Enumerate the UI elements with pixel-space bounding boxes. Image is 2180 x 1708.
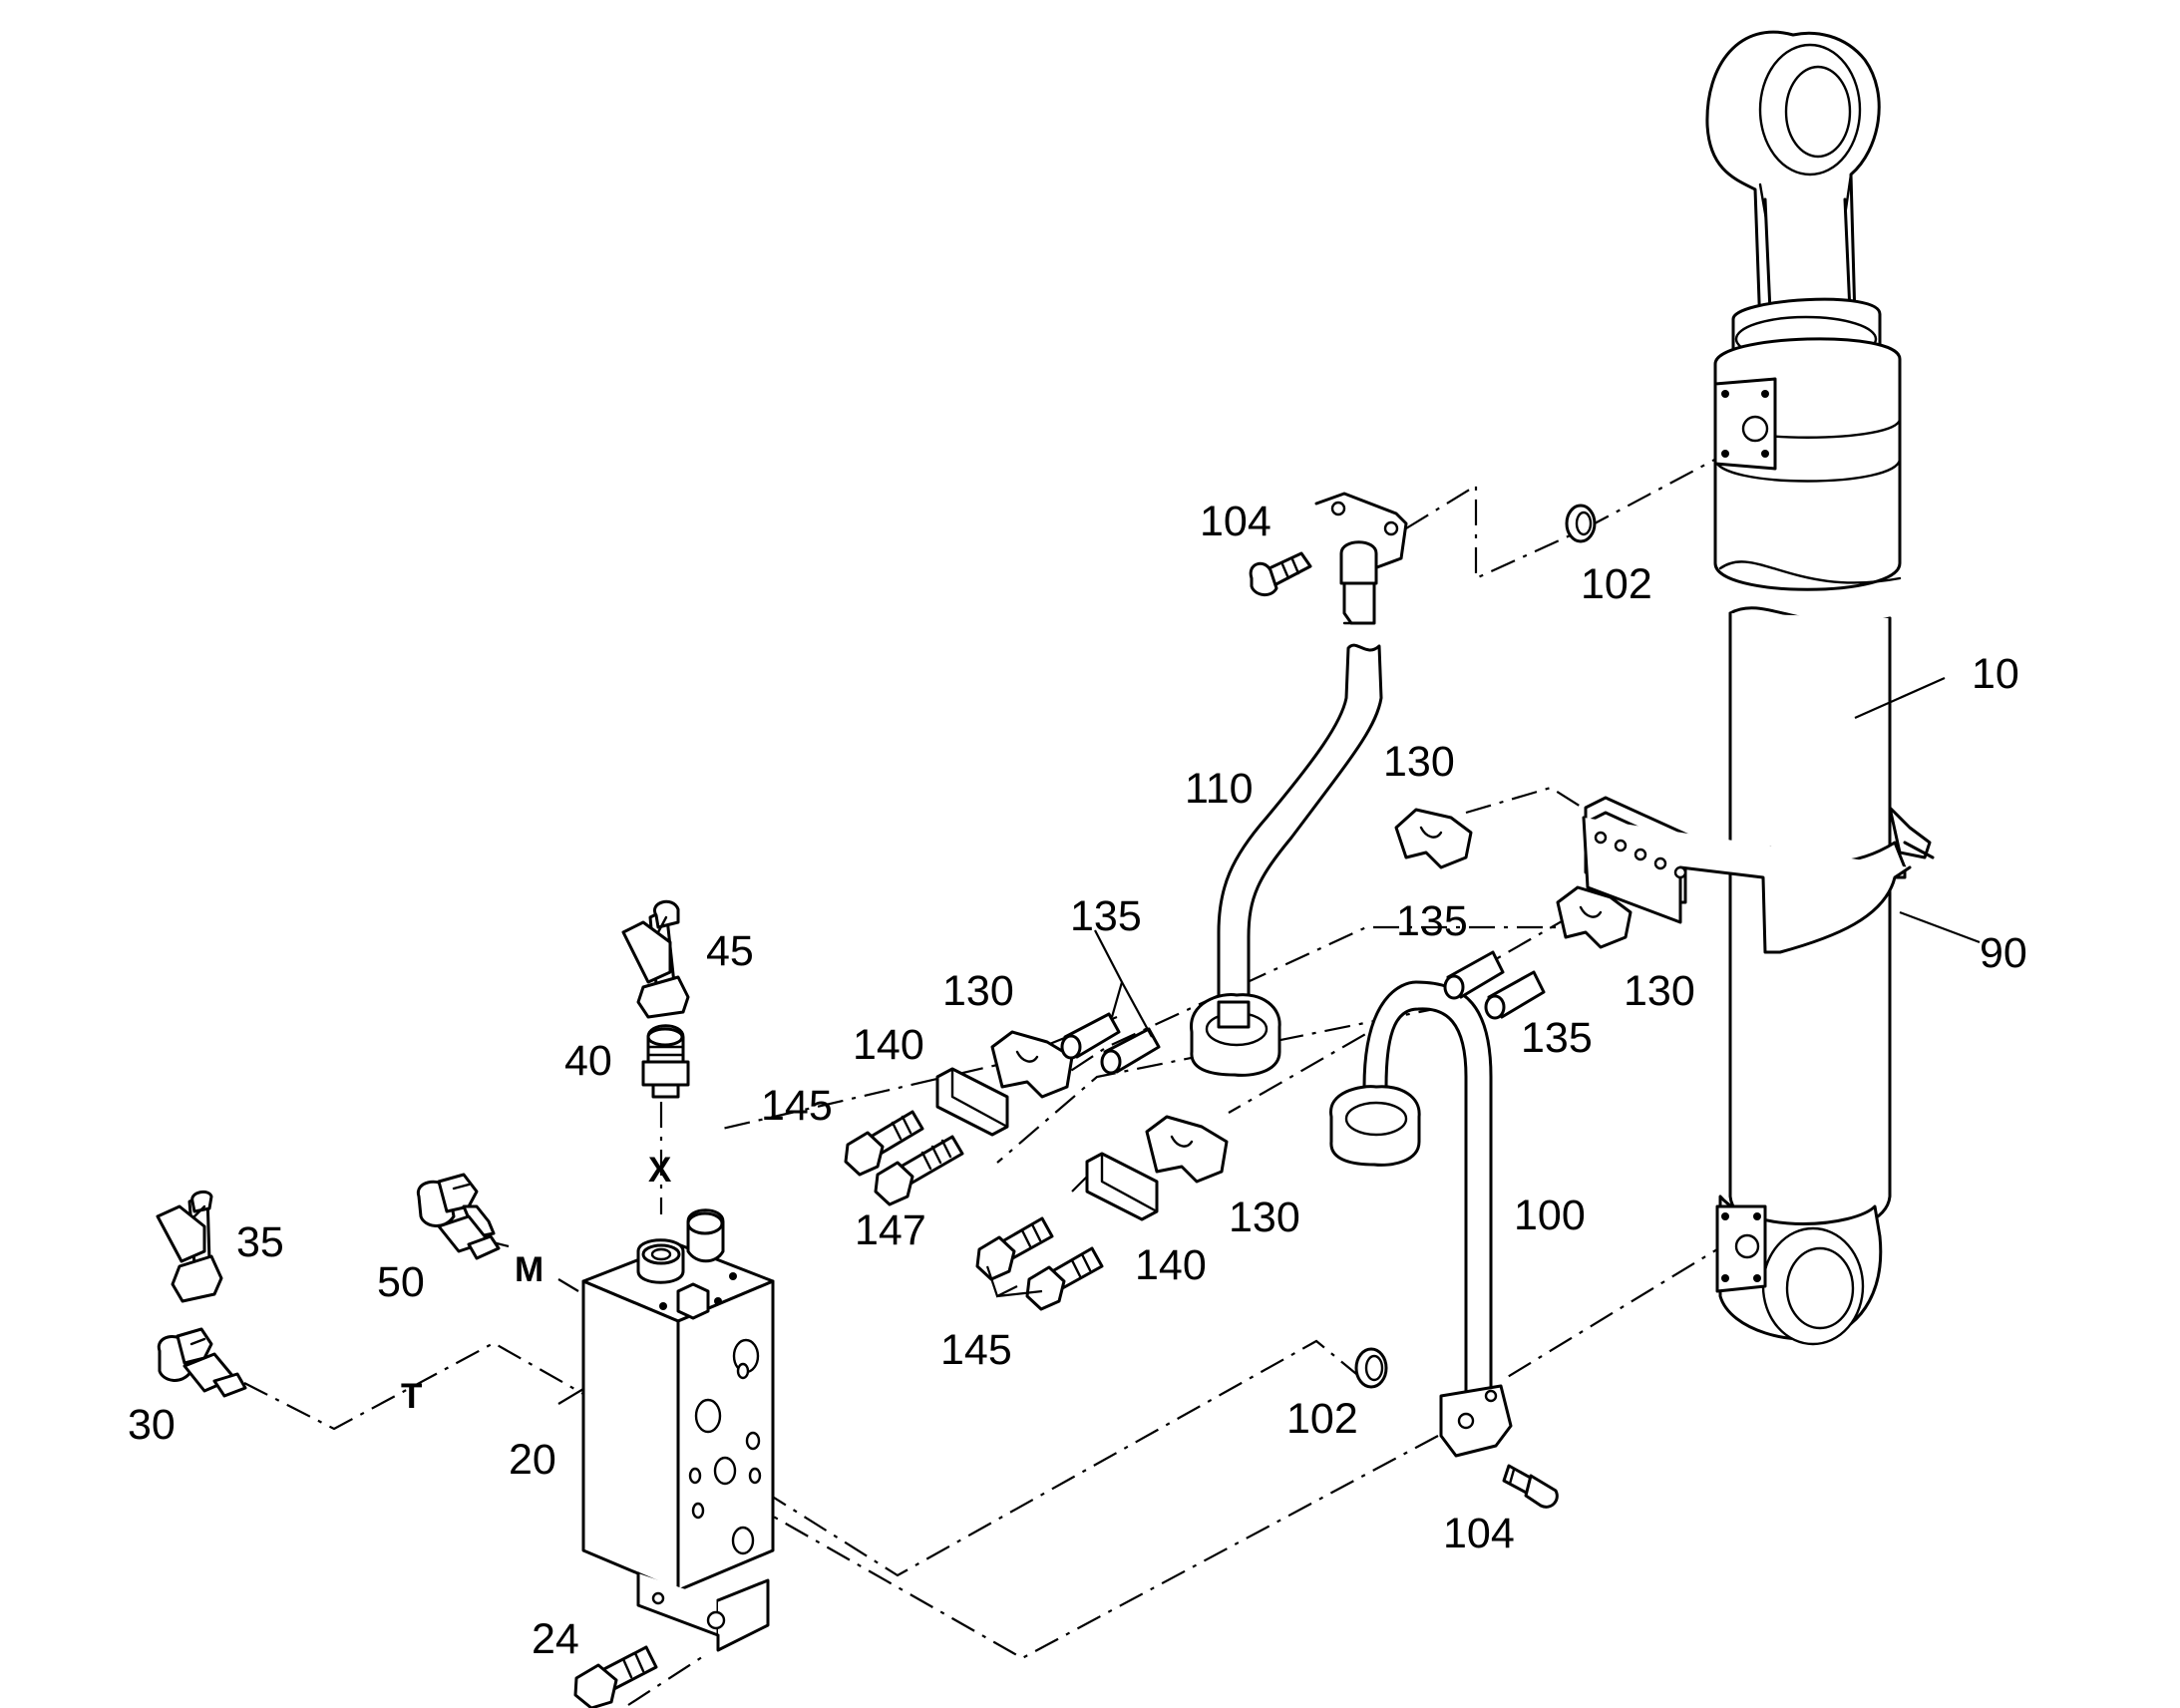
fitting-40 [641,1024,690,1099]
callout-20: 20 [509,1436,556,1484]
callout-135-right-bottom: 135 [1521,1014,1593,1062]
callout-130-right: 130 [1624,967,1695,1015]
callout-50: 50 [377,1258,425,1306]
clamp-half-bottom [1145,1115,1229,1184]
cover-plate-lower [1085,1152,1159,1221]
callout-130-top: 130 [1383,738,1455,786]
port-labels: X M T [401,1151,672,1416]
callout-130-left: 130 [942,967,1014,1015]
callout-24: 24 [532,1615,579,1663]
spacer-sleeve-left-1 [1060,1012,1121,1060]
callout-104-top: 104 [1200,498,1272,545]
leader-lines [557,676,1981,1405]
hex-bolt-lower-145-a [975,1216,1054,1281]
port-label-t: T [401,1377,422,1416]
clamp-bracket [1582,796,1935,954]
spacer-sleeve-right-2 [1484,970,1546,1020]
callout-110: 110 [1185,765,1254,813]
callout-147: 147 [855,1206,926,1254]
callout-140-upper: 140 [853,1021,924,1069]
callout-100: 100 [1514,1192,1586,1239]
callout-30: 30 [128,1401,176,1449]
callout-102-bottom: 102 [1286,1395,1358,1443]
callout-145-lower: 145 [940,1326,1012,1374]
spacer-sleeve-right-1 [1443,950,1505,1000]
port-label-x: X [648,1151,672,1190]
clamp-half-top [1394,808,1473,869]
fitting-35 [156,1190,223,1303]
spacer-sleeve-left-2 [1100,1027,1161,1075]
fitting-30 [157,1327,247,1398]
cap-screw-top [1249,551,1312,596]
clamp-half-right [1556,885,1633,949]
clamp-half-left [990,1030,1074,1099]
cover-plate-upper [935,1067,1009,1137]
callout-145-upper: 145 [761,1082,833,1130]
upper-pipe [1190,492,1408,1077]
callout-140-lower: 140 [1135,1241,1207,1289]
callout-10: 10 [1972,650,2019,698]
callout-labels: 10 20 24 30 35 40 45 50 90 100 102 102 1… [128,498,2027,1663]
callout-40: 40 [564,1037,612,1085]
hydraulic-cylinder [1705,30,1902,1346]
hex-bolt-lower-145-b [1025,1246,1104,1311]
callout-135-left: 135 [1070,892,1142,940]
o-ring-bottom [1354,1347,1388,1389]
fitting-50 [416,1173,501,1260]
hex-bolt-upper-145 [844,1110,924,1177]
callout-35: 35 [236,1218,284,1266]
callout-45: 45 [706,927,754,975]
callout-135-right-top: 135 [1396,897,1468,945]
port-label-m: M [515,1250,544,1289]
callout-104-bottom: 104 [1443,1510,1515,1557]
valve-block [581,1208,775,1652]
callout-102-top: 102 [1581,560,1652,608]
o-ring-top [1565,504,1597,543]
callout-130-bottom: 130 [1229,1194,1300,1241]
hex-bolt-24 [573,1645,658,1708]
fitting-45 [621,899,690,1019]
cap-screw-bottom [1502,1464,1559,1509]
callout-90: 90 [1980,929,2027,977]
hex-bolt-147 [874,1135,964,1206]
lower-pipe [1329,980,1513,1458]
